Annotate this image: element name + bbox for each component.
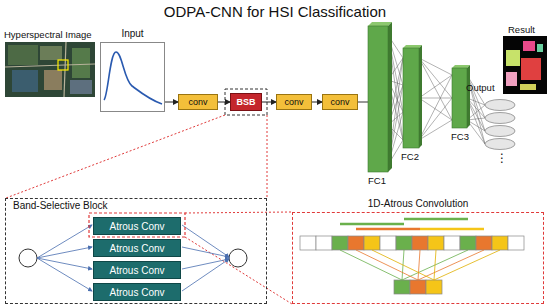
node-text: conv	[330, 97, 349, 107]
node-text: Atrous Conv	[109, 265, 164, 276]
connector-arrow	[262, 102, 276, 103]
conv-box: conv	[178, 94, 218, 110]
wire	[358, 102, 368, 103]
connector-arrow	[218, 102, 230, 103]
node-text: Band-Selective Block	[13, 200, 108, 211]
output-units	[485, 100, 515, 150]
node-text: Input	[101, 28, 164, 40]
node-text: conv	[284, 97, 303, 107]
image-label: Hyperspectral Image	[4, 29, 92, 40]
result-label: Result	[508, 24, 535, 35]
bsb-wiring	[19, 213, 247, 291]
layer-label: FC2	[401, 151, 419, 162]
node-text: BSB	[236, 97, 255, 107]
node-text: Atrous Conv	[109, 287, 164, 298]
atrous-conv-box: Atrous Conv	[93, 261, 181, 279]
conv-box: conv	[276, 94, 312, 110]
bsb-box: BSB	[230, 93, 262, 111]
connector-arrow	[312, 102, 322, 103]
connector-arrow	[165, 102, 178, 103]
node-text: 1D-Atrous Convolution	[293, 198, 543, 210]
zoom-lines	[6, 115, 292, 304]
conv-box: conv	[322, 94, 358, 110]
output-label: Output	[466, 82, 495, 93]
node-text: Atrous Conv	[109, 221, 164, 232]
ellipsis: ⋮	[496, 152, 508, 165]
atrous-conv-box: Atrous Conv	[93, 239, 181, 257]
input-spectrum: Input	[100, 42, 165, 112]
layer-label: FC3	[451, 131, 469, 142]
atrous-conv-box: Atrous Conv	[93, 283, 181, 301]
band-selective-block: Band-Selective BlockAtrous ConvAtrous Co…	[5, 198, 267, 304]
spectrum-curve	[104, 52, 162, 104]
diagram-title: ODPA-CNN for HSI Classification	[0, 3, 550, 21]
bsb-outline	[225, 89, 267, 115]
atrous-conv-box: Atrous Conv	[93, 217, 181, 235]
result-map	[503, 36, 547, 94]
layer-label: FC1	[368, 175, 386, 186]
hyperspectral-image	[5, 42, 95, 97]
atrous-detail-box: 1D-Atrous Convolution	[292, 212, 544, 304]
fc-bars	[368, 22, 470, 172]
node-text: conv	[188, 97, 207, 107]
node-text: Atrous Conv	[109, 243, 164, 254]
fc-mesh	[388, 35, 485, 165]
atrous-illustration	[300, 219, 524, 294]
